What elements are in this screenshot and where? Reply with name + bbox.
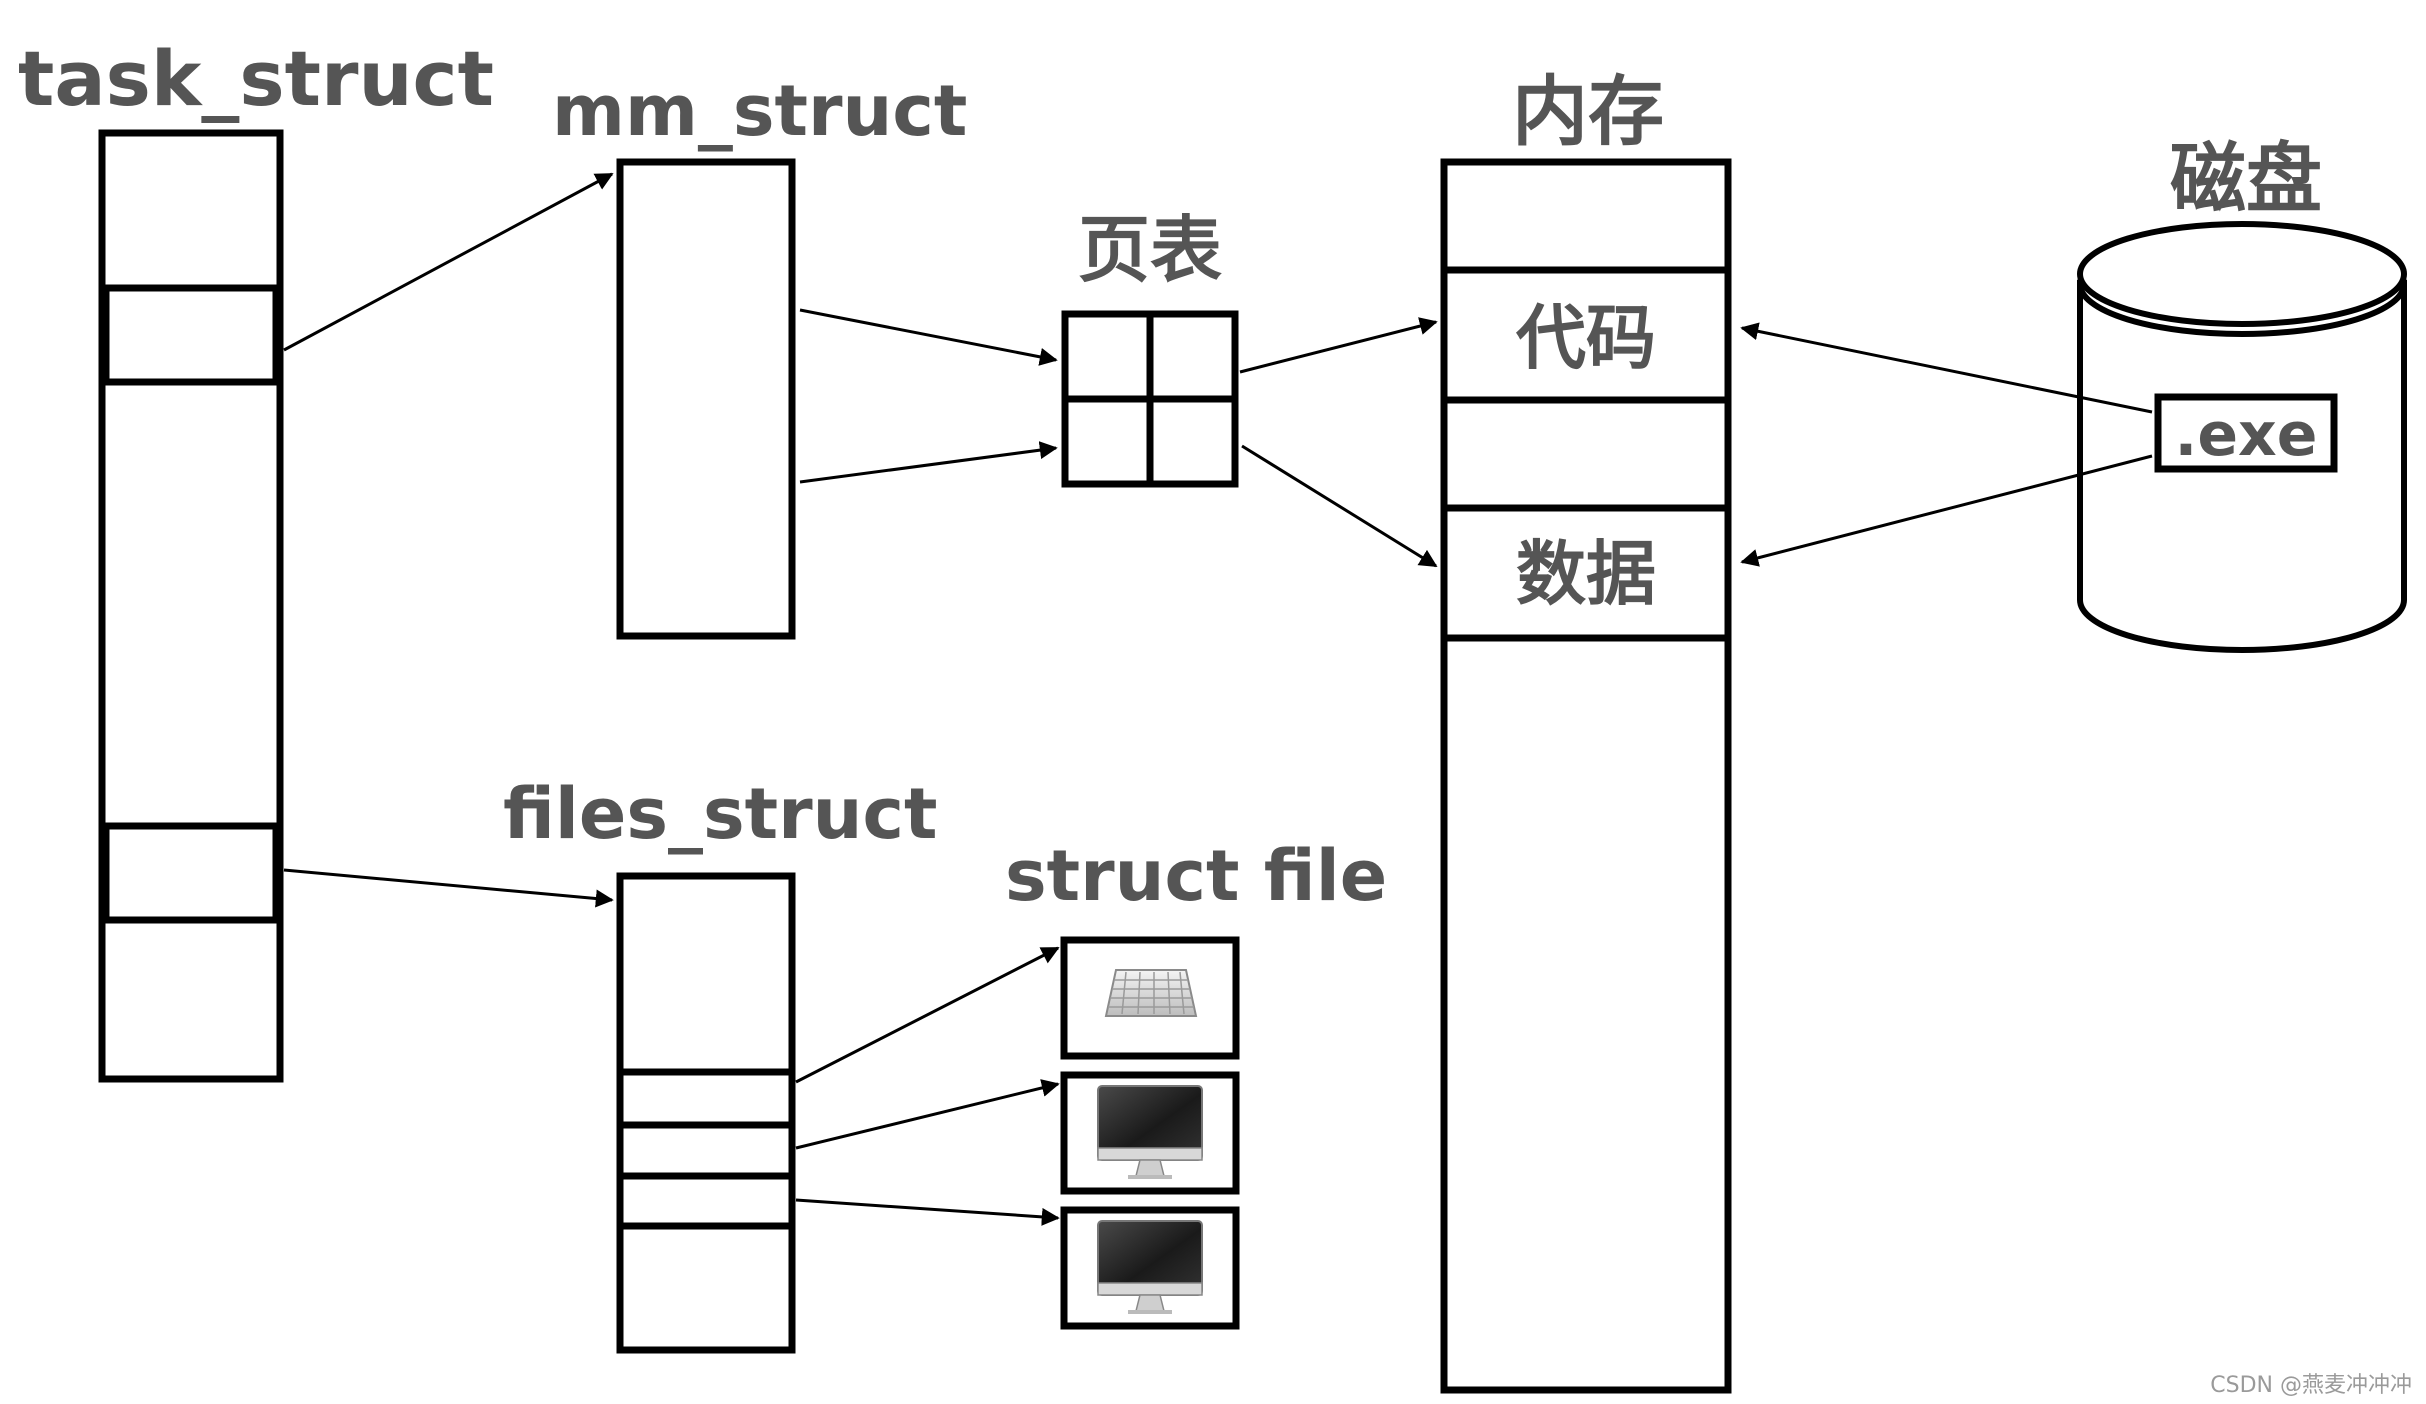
arrow-files-to-monitor-2: [795, 1198, 1060, 1226]
disk-label: 磁盘: [2170, 134, 2322, 223]
files-struct-label: files_struct: [503, 773, 937, 855]
files-struct-block: [616, 872, 796, 1354]
monitor-icon: [1097, 1085, 1203, 1179]
task-struct-block: [98, 129, 284, 1083]
arrows: [283, 172, 2153, 1226]
arrow-mm-to-pagetable-1: [799, 308, 1058, 366]
arrow-pagetable-to-data: [1241, 444, 1438, 568]
struct-file-label: struct file: [1005, 835, 1387, 917]
monitor-icon: [1097, 1220, 1203, 1314]
keyboard-icon: [1104, 969, 1198, 1017]
arrow-files-to-monitor-1: [795, 1079, 1060, 1150]
arrow-task-to-mm: [283, 172, 614, 352]
memory-label: 内存: [1512, 67, 1664, 156]
exe-file-label: .exe: [2175, 400, 2318, 470]
mm-struct-block: [616, 158, 796, 640]
arrow-mm-to-pagetable-2: [799, 441, 1058, 484]
watermark: CSDN @燕麦冲冲冲: [2210, 1373, 2412, 1398]
arrow-exe-to-data: [1740, 454, 2153, 567]
task-struct-files-field: [102, 822, 280, 924]
code-segment-label: 代码: [1515, 297, 1656, 379]
arrow-pagetable-to-code: [1239, 317, 1438, 374]
task-struct-label: task_struct: [18, 34, 494, 123]
page-table-label: 页表: [1078, 208, 1222, 292]
task-struct-mm-field: [102, 284, 280, 386]
arrow-files-to-keyboard: [795, 946, 1060, 1084]
arrow-task-to-files: [283, 868, 614, 908]
exe-file-box: [2154, 393, 2338, 473]
page-table-grid: [1061, 310, 1239, 488]
memory-block: [1440, 158, 1732, 1394]
data-segment-label: 数据: [1516, 533, 1656, 615]
mm-struct-label: mm_struct: [552, 70, 967, 152]
arrow-exe-to-code: [1740, 322, 2153, 414]
